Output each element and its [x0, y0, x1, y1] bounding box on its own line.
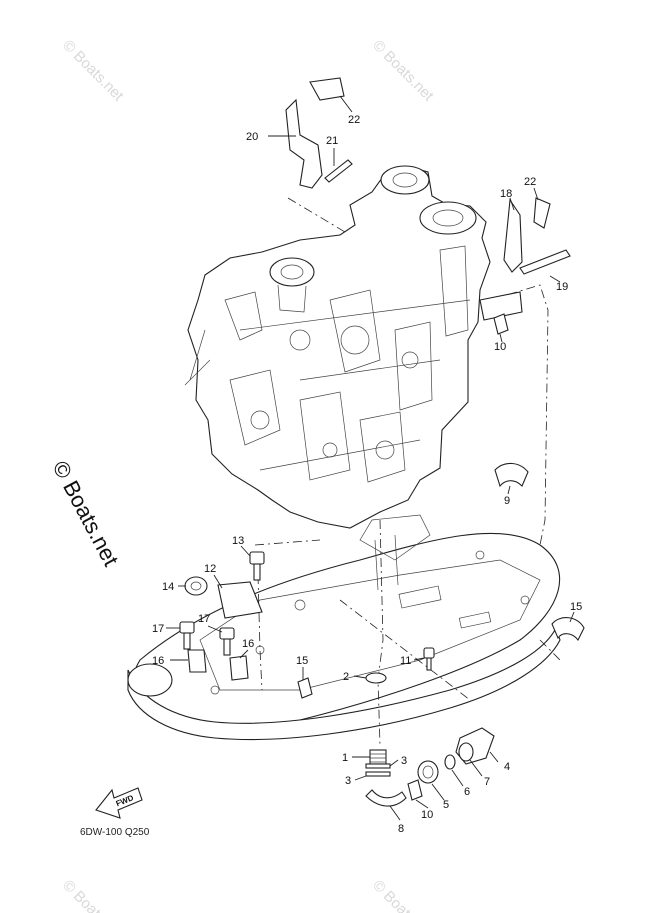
callout-18: 18 [500, 188, 512, 200]
callout-6: 6 [464, 786, 470, 798]
clip-22-right [533, 197, 551, 229]
callout-2: 2 [343, 671, 349, 683]
clip-16-left [187, 649, 207, 673]
cam-pulley [419, 201, 477, 235]
ring-6 [444, 754, 456, 770]
callout-15-right: 15 [570, 601, 582, 613]
washer-3-bottom [365, 771, 391, 777]
bolt-11 [423, 647, 435, 659]
watermark-top-left: © Boats.net [59, 37, 127, 105]
watermark-side: © Boats.net [48, 457, 124, 571]
callout-20: 20 [246, 131, 258, 143]
bolt-21 [324, 159, 353, 183]
callout-17-left: 17 [152, 623, 164, 635]
grommet-14 [184, 576, 208, 596]
clip-9 [494, 462, 529, 488]
callout-4: 4 [504, 761, 510, 773]
nut-5 [417, 760, 439, 784]
callout-9: 9 [504, 495, 510, 507]
callout-11: 11 [400, 655, 411, 667]
part-code: 6DW-100 Q250 [80, 827, 150, 838]
watermark-bottom-right: © Boats.net [369, 877, 437, 913]
clamp-15-right [551, 617, 585, 642]
crank-pulley [269, 257, 315, 287]
cowling-outer [132, 532, 561, 729]
cowling-front-nose [127, 663, 173, 697]
leader-lines [166, 95, 575, 821]
top-pulley [380, 165, 430, 195]
clamp-10-upper [493, 313, 509, 335]
hose [479, 291, 523, 321]
bolt-19 [519, 249, 571, 275]
callout-10-upper: 10 [494, 341, 506, 353]
callout-1: 1 [342, 752, 348, 764]
bolt-17-left [179, 621, 195, 634]
assembly-lines [254, 197, 561, 746]
callout-12: 12 [204, 563, 216, 575]
clip-16-right [229, 655, 249, 681]
callout-3-left: 3 [345, 775, 351, 787]
callout-15-left: 15 [296, 655, 308, 667]
callout-22-right: 22 [524, 176, 536, 188]
fwd-arrow: FWD [95, 787, 143, 819]
callout-8: 8 [398, 823, 404, 835]
bracket-18 [503, 198, 523, 273]
seal-7 [458, 742, 474, 762]
callout-17-right: 17 [198, 613, 210, 625]
cowling-rim [127, 626, 561, 741]
callout-14: 14 [162, 581, 174, 593]
hose-8 [365, 789, 407, 807]
callout-22-top: 22 [348, 114, 360, 126]
parts-group [179, 77, 585, 807]
watermark-bottom-left: © Boats.net [59, 877, 127, 913]
callout-5: 5 [443, 799, 449, 811]
callout-10-lower: 10 [421, 809, 433, 821]
engine-block [184, 165, 491, 529]
callout-16-left: 16 [152, 655, 164, 667]
callout-21: 21 [326, 135, 338, 147]
callout-labels: 22 20 21 18 22 19 10 9 13 12 14 17 17 16… [152, 114, 582, 835]
bolt-13 [249, 551, 265, 565]
bolt-17-right [219, 627, 235, 640]
clip-22-top [309, 77, 345, 101]
callout-16-right: 16 [242, 638, 254, 650]
callout-7: 7 [484, 776, 490, 788]
washer-3-top [365, 763, 391, 769]
callout-19: 19 [556, 281, 568, 293]
cap-2 [365, 672, 387, 684]
clamp-15-left [297, 677, 313, 699]
callout-3-right: 3 [401, 755, 407, 767]
bracket-12 [217, 581, 263, 619]
bracket-20 [285, 98, 323, 189]
watermark-top-right: © Boats.net [369, 37, 437, 105]
callout-13: 13 [232, 535, 244, 547]
engine-block-outline [187, 165, 491, 529]
clamp-10-lower [407, 779, 423, 801]
